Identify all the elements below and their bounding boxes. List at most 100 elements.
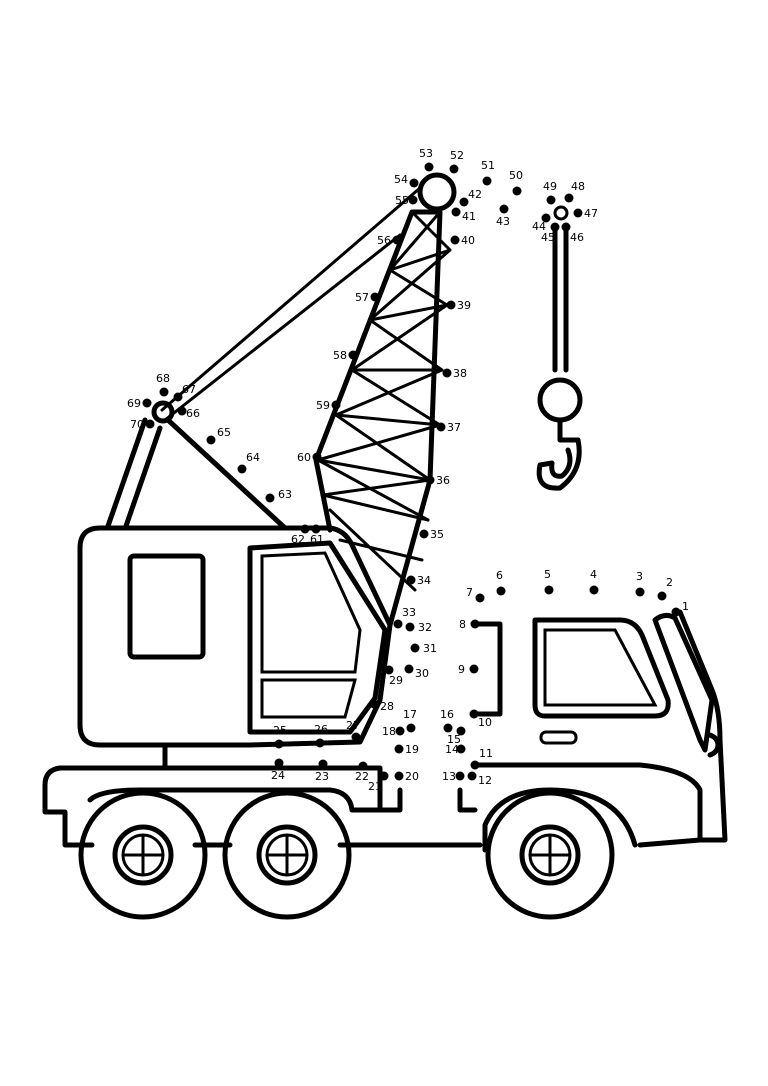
- dot-55: [408, 195, 418, 205]
- dot-label: 20: [405, 770, 419, 783]
- dot-30: [404, 664, 414, 674]
- dot-label: 55: [395, 194, 409, 207]
- dot-18: [395, 726, 405, 736]
- boom: [160, 172, 457, 628]
- dot-label: 52: [450, 149, 464, 162]
- dot-35: [419, 529, 429, 539]
- dot-61: [311, 524, 321, 534]
- dot-60: [312, 452, 322, 462]
- dot-label: 23: [315, 770, 329, 783]
- dot-34: [406, 575, 416, 585]
- dot-52: [449, 164, 459, 174]
- dot-47: [573, 208, 583, 218]
- dot-label: 14: [445, 743, 459, 756]
- dot-label: 11: [479, 747, 493, 760]
- dot-label: 17: [403, 708, 417, 721]
- dot-57: [370, 292, 380, 302]
- dot-12: [467, 771, 477, 781]
- dot-label: 6: [496, 569, 503, 582]
- dot-label: 35: [430, 528, 444, 541]
- dot-45: [550, 222, 560, 232]
- dot-label: 65: [217, 426, 231, 439]
- dot-label: 21: [368, 780, 382, 793]
- dot-label: 56: [377, 234, 391, 247]
- dot-label: 13: [442, 770, 456, 783]
- dot-62: [300, 524, 310, 534]
- dot-label: 70: [130, 418, 144, 431]
- dot-label: 27: [346, 719, 360, 732]
- dot-label: 58: [333, 349, 347, 362]
- dot-65: [206, 435, 216, 445]
- dot-69: [142, 398, 152, 408]
- dot-label: 48: [571, 180, 585, 193]
- dot-44: [541, 213, 551, 223]
- dot-7: [475, 593, 485, 603]
- dot-8: [470, 619, 480, 629]
- dot-label: 37: [447, 421, 461, 434]
- dot-24: [274, 758, 284, 768]
- dot-label: 63: [278, 488, 292, 501]
- chassis: [42, 765, 483, 848]
- dot-label: 60: [297, 451, 311, 464]
- dot-46: [561, 222, 571, 232]
- dot-17: [406, 723, 416, 733]
- dot-label: 50: [509, 169, 523, 182]
- dot-label: 8: [459, 618, 466, 631]
- dot-42: [459, 197, 469, 207]
- dot-53: [424, 162, 434, 172]
- dot-58: [348, 350, 358, 360]
- wheel: [222, 790, 352, 920]
- dot-label: 36: [436, 474, 450, 487]
- dot-41: [451, 207, 461, 217]
- dot-48: [564, 193, 574, 203]
- wheels: [78, 790, 615, 920]
- dot-64: [237, 464, 247, 474]
- dot-10: [469, 709, 479, 719]
- dot-label: 12: [478, 774, 492, 787]
- dot-label: 42: [468, 188, 482, 201]
- dot-label: 9: [458, 663, 465, 676]
- dot-1: [671, 607, 681, 617]
- crane-house: [77, 525, 393, 768]
- dot-39: [446, 300, 456, 310]
- dot-label: 30: [415, 667, 429, 680]
- dot-label: 2: [666, 576, 673, 589]
- dot-68: [159, 387, 169, 397]
- dot-label: 22: [355, 770, 369, 783]
- dot-label: 15: [447, 733, 461, 746]
- dot-label: 26: [314, 723, 328, 736]
- wheel: [485, 790, 615, 920]
- dot-43: [499, 204, 509, 214]
- dot-label: 38: [453, 367, 467, 380]
- dot-label: 25: [273, 724, 287, 737]
- dot-22: [358, 761, 368, 771]
- dot-label: 69: [127, 397, 141, 410]
- support-struts: [105, 400, 288, 531]
- truck-cab: [472, 609, 728, 853]
- dot-21: [379, 771, 389, 781]
- dot-70: [145, 419, 155, 429]
- dot-37: [436, 422, 446, 432]
- dot-25: [274, 739, 284, 749]
- dot-label: 49: [543, 180, 557, 193]
- dot-label: 19: [405, 743, 419, 756]
- dot-label: 51: [481, 159, 495, 172]
- dot-label: 1: [682, 600, 689, 613]
- dot-2: [657, 591, 667, 601]
- dot-59: [331, 400, 341, 410]
- dot-16: [443, 723, 453, 733]
- dot-label: 39: [457, 299, 471, 312]
- dot-label: 7: [466, 586, 473, 599]
- dot-20: [394, 771, 404, 781]
- dot-label: 67: [182, 383, 196, 396]
- dot-32: [405, 622, 415, 632]
- dot-9: [469, 664, 479, 674]
- dot-label: 41: [462, 210, 476, 223]
- wheel: [78, 790, 208, 920]
- dot-label: 31: [423, 642, 437, 655]
- dot-54: [409, 178, 419, 188]
- dot-67: [173, 392, 183, 402]
- dot-49: [546, 195, 556, 205]
- dot-33: [393, 619, 403, 629]
